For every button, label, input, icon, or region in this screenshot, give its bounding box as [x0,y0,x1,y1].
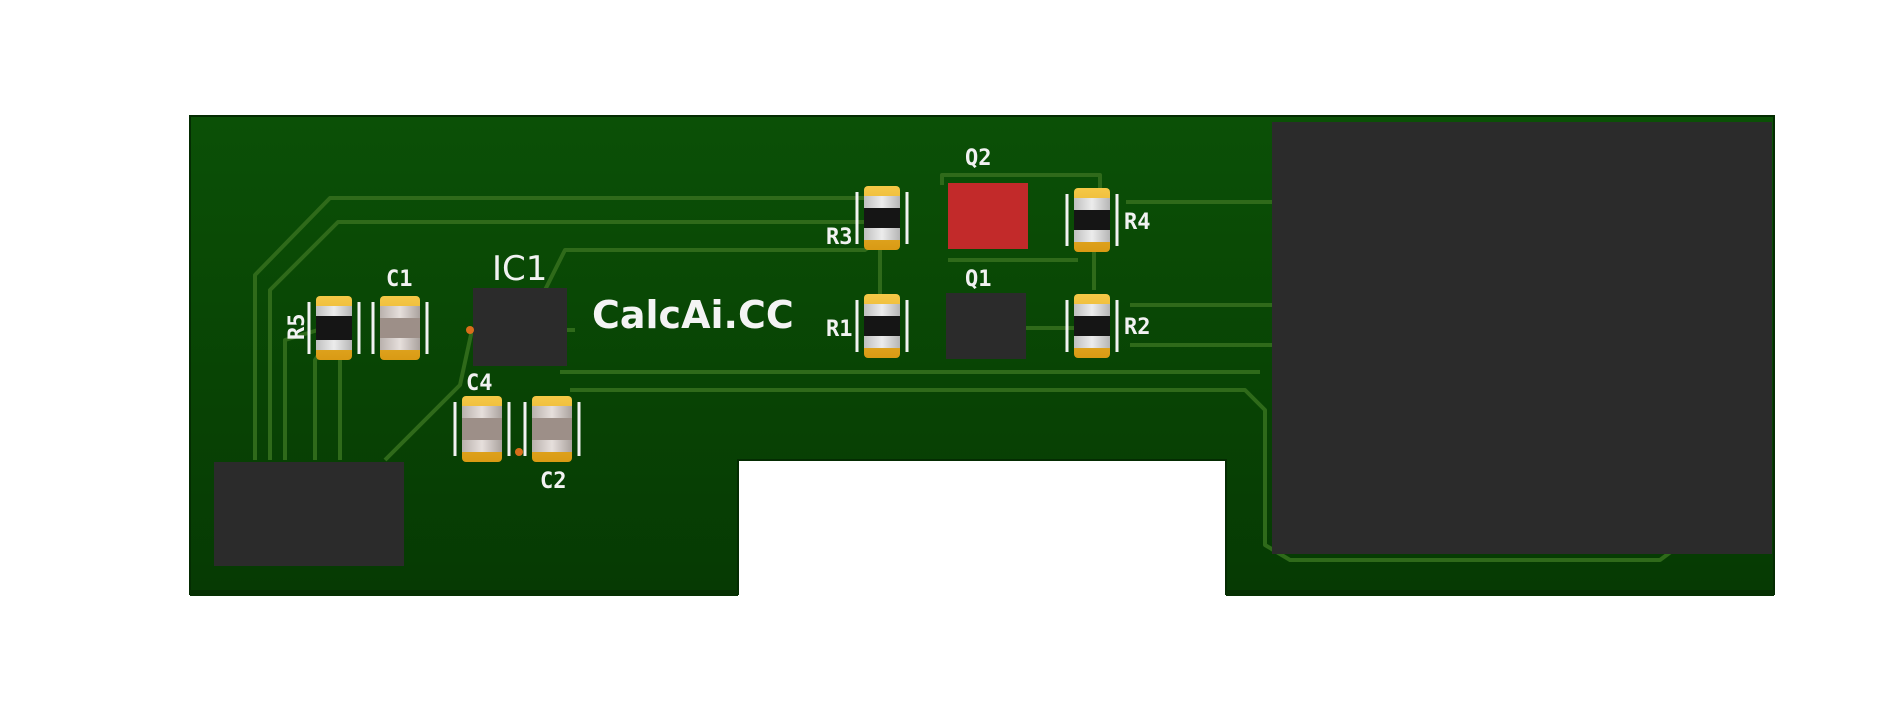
label-r1: R1 [826,317,853,342]
label-c4: C4 [466,371,493,396]
ic1-package [473,288,567,366]
r3-resistor [855,186,909,250]
label-q2: Q2 [965,146,992,171]
c2-via [515,448,523,456]
board-bottom-edge-right [1226,590,1774,596]
c2-capacitor [523,396,581,462]
brand-text: CalcAi.CC [592,293,794,337]
label-r3: R3 [826,225,853,250]
q2-package [948,183,1028,249]
label-r5: R5 [285,314,310,341]
connector-pad-right [1272,122,1772,554]
label-c1: C1 [386,267,413,292]
label-r4: R4 [1124,210,1151,235]
label-q1: Q1 [965,267,992,292]
c1-capacitor [371,296,429,360]
label-ic1: IC1 [492,249,547,289]
q1-package [946,293,1026,359]
c4-capacitor [453,396,511,462]
r1-resistor [855,294,909,358]
r4-resistor [1065,188,1119,252]
label-r2: R2 [1124,315,1151,340]
r2-resistor [1065,294,1119,358]
r5-resistor [307,296,361,360]
ic1-pin1-via [466,326,474,334]
connector-pad-left [214,462,404,566]
label-c2: C2 [540,469,567,494]
board-bottom-edge-left [190,590,738,596]
